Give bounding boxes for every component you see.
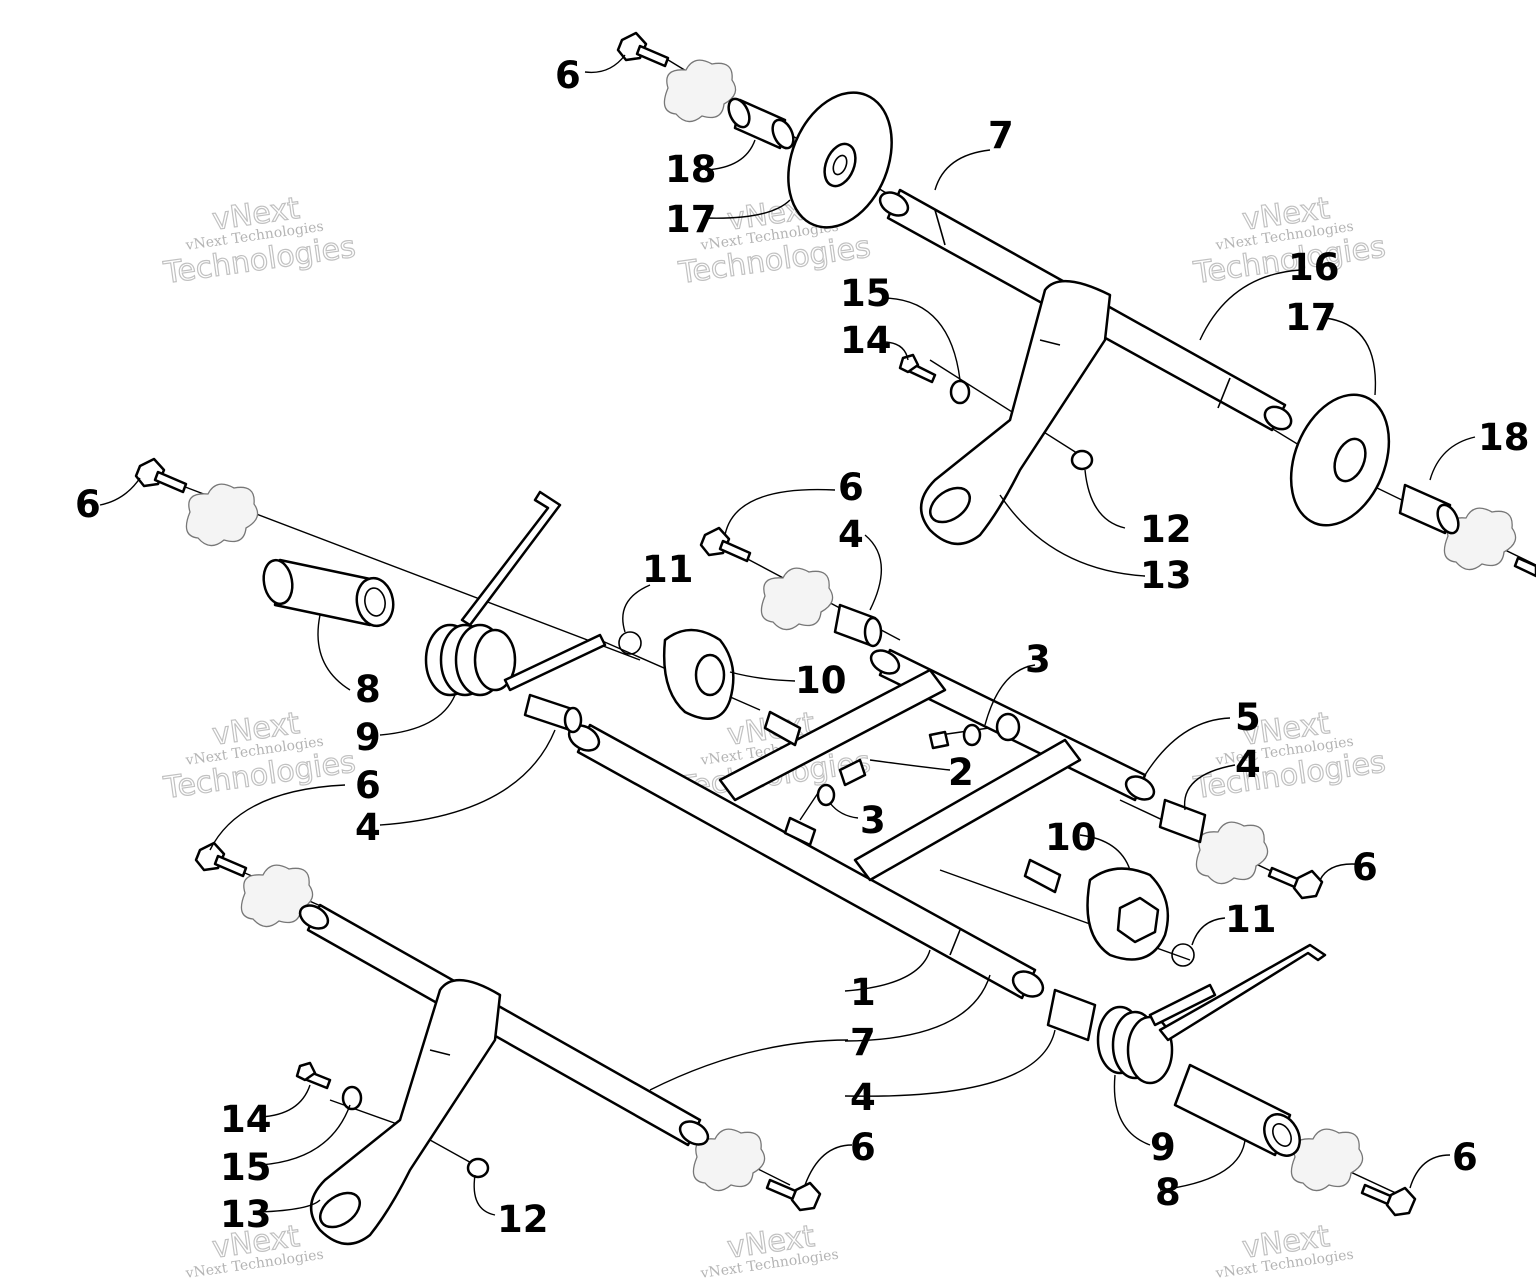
watermark-bm: vNext vNext Technologies [699,1218,840,1280]
callout-11: 11 [1225,898,1277,941]
watermark-tl: vNext vNext Technologies Technologies [160,190,358,291]
callout-6: 6 [838,466,864,509]
watermark-br: vNext vNext Technologies [1214,1218,1355,1280]
callout-10: 10 [1045,816,1097,859]
watermark-ml: vNext vNext Technologies Technologies [160,705,358,806]
callout-13: 13 [220,1193,272,1236]
leader-lines [99,54,1476,1216]
bushing-4-right [1158,798,1207,844]
bolt-6-top [616,31,670,68]
lock-washers [185,59,1517,1192]
bolt-6-bottom [765,1178,822,1212]
callout-6: 6 [555,54,581,97]
right-spring-assembly [1046,798,1327,1157]
callout-3: 3 [1025,638,1051,681]
callout-14: 14 [840,319,892,362]
callout-8: 8 [355,668,381,711]
grease-fitting-2 [838,758,867,787]
washer-15-upper [949,379,971,405]
callout-5: 5 [1235,696,1261,739]
callout-8: 8 [1155,1171,1181,1214]
watermark-mr: vNext vNext Technologies Technologies [1190,705,1388,806]
watermark-tr: vNext vNext Technologies Technologies [1190,190,1388,291]
callout-6: 6 [1452,1136,1478,1179]
bolt-6-center [699,526,752,563]
shaft-7-lower [306,903,702,1147]
callout-4: 4 [1235,743,1261,786]
callout-15: 15 [840,272,892,315]
callout-6: 6 [1352,846,1378,889]
callout-17: 17 [1285,296,1337,339]
callout-7: 7 [988,114,1014,157]
washer-15-lower [341,1085,363,1111]
upper-shaft-assembly [727,91,1460,545]
callout-6: 6 [355,764,381,807]
callout-13: 13 [1140,554,1192,597]
nut-12-lower [466,1157,490,1179]
washer-3-upper [962,723,982,747]
clip-11-right [1171,943,1195,967]
callout-labels: 6 18 17 7 15 14 16 17 18 12 13 6 6 4 11 … [75,54,1530,1241]
spacer-18-right [1398,483,1452,535]
callout-18: 18 [1478,416,1530,459]
crossbar-left [718,668,947,802]
callout-3: 3 [860,799,886,842]
bolt-6-midright [1267,866,1324,900]
left-spring-assembly [262,490,883,734]
bolt-6-farright [1513,556,1536,578]
torsion-spring-9-right [1096,943,1327,1085]
callout-9: 9 [355,716,381,759]
callout-12: 12 [1140,508,1192,551]
main-frame-assembly [567,648,1156,1000]
callout-10: 10 [795,659,847,702]
swing-arm-13-upper [920,279,1112,545]
bolts-6 [134,31,1536,1217]
bolt-6-midleft [194,841,248,878]
callout-6: 6 [75,483,101,526]
callout-4: 4 [355,806,381,849]
callout-1: 1 [850,971,876,1014]
callout-7: 7 [850,1021,876,1064]
bolt-6-bottomright [1360,1183,1417,1217]
washer-3-lower [816,783,836,807]
callout-16: 16 [1288,246,1340,289]
spacer-8-right [1173,1063,1292,1157]
callout-12: 12 [497,1198,549,1241]
callout-4: 4 [850,1076,876,1119]
bushing-4-lower [1046,988,1097,1042]
callout-18: 18 [665,148,717,191]
callout-2: 2 [948,751,974,794]
bolt-6-left [134,457,188,494]
crossbar-right [853,738,1082,882]
callout-11: 11 [642,548,694,591]
callout-15: 15 [220,1146,272,1189]
callout-6: 6 [850,1126,876,1169]
callout-9: 9 [1150,1126,1176,1169]
torsion-spring-9-left [424,490,607,697]
swing-arm-13-lower [310,978,502,1245]
callout-4: 4 [838,513,864,556]
callout-17: 17 [665,198,717,241]
nut-12-upper [1070,449,1094,471]
callout-14: 14 [220,1098,272,1141]
clip-11-left [618,631,642,655]
lower-shaft-assembly [295,903,710,1245]
